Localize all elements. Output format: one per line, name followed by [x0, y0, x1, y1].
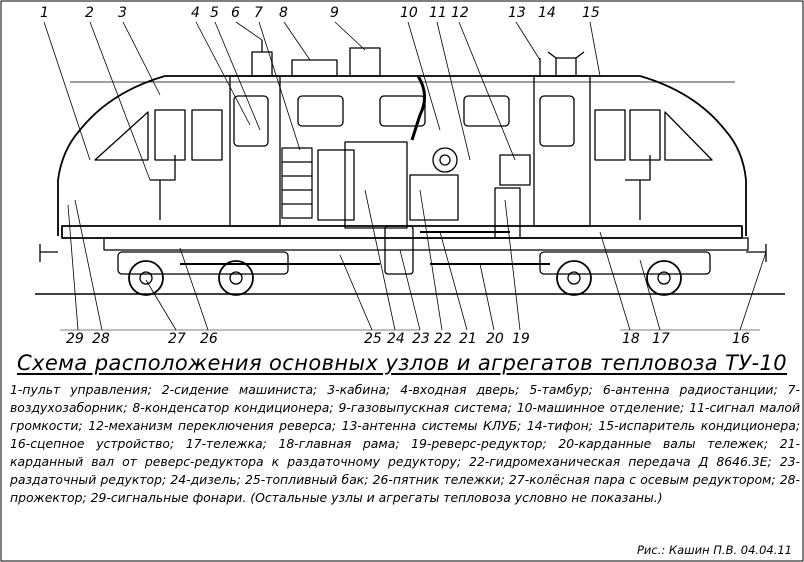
author-credit: Рис.: Кашин П.В. 04.04.11 [636, 543, 792, 557]
callout-25: 25 [364, 331, 382, 347]
callout-18: 18 [622, 331, 640, 347]
callout-3: 3 [118, 5, 127, 21]
callout-9: 9 [330, 5, 339, 21]
callout-5: 5 [210, 5, 219, 21]
callout-17: 17 [652, 331, 670, 347]
callout-2: 2 [85, 5, 94, 21]
callout-19: 19 [512, 331, 530, 347]
callout-23: 23 [412, 331, 430, 347]
legend-text: 1-пульт управления; 2-сидение машиниста;… [10, 382, 800, 505]
callout-13: 13 [508, 5, 526, 21]
callout-28: 28 [92, 331, 110, 347]
callout-27: 27 [168, 331, 186, 347]
callout-12: 12 [451, 5, 469, 21]
callout-29: 29 [66, 331, 84, 347]
diagram-title: Схема расположения основных узлов и агре… [16, 351, 788, 375]
callout-7: 7 [254, 5, 263, 21]
callout-6: 6 [231, 5, 240, 21]
callout-20: 20 [486, 331, 504, 347]
callout-10: 10 [400, 5, 418, 21]
callout-15: 15 [582, 5, 600, 21]
callout-16: 16 [732, 331, 750, 347]
callout-11: 11 [429, 5, 447, 21]
callout-14: 14 [538, 5, 556, 21]
callout-8: 8 [279, 5, 288, 21]
callout-22: 22 [434, 331, 452, 347]
callout-26: 26 [200, 331, 218, 347]
callout-4: 4 [191, 5, 200, 21]
callout-21: 21 [459, 331, 477, 347]
callout-24: 24 [387, 331, 405, 347]
callout-1: 1 [40, 5, 49, 21]
